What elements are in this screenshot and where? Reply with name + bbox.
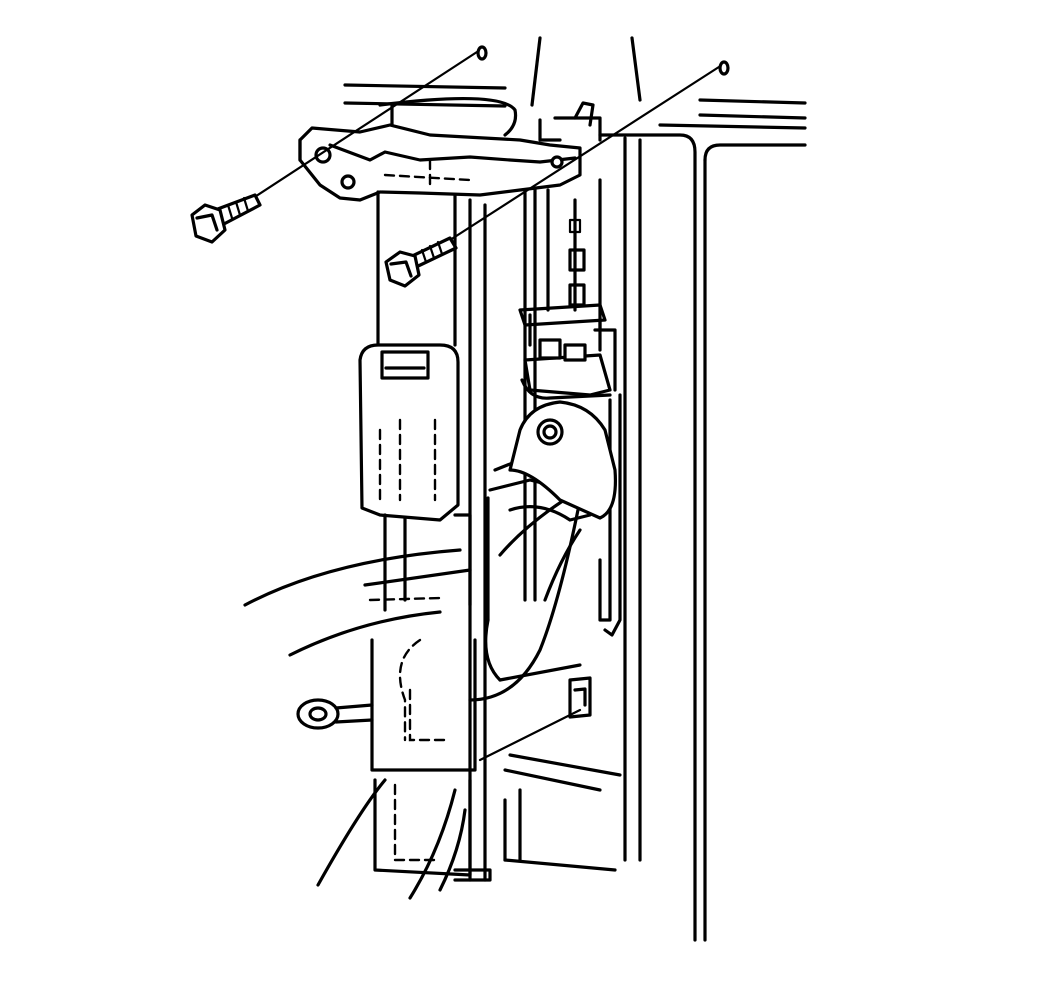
mounting-bracket — [298, 96, 582, 202]
upper-bolt-right — [384, 60, 730, 288]
upper-bolt-left — [190, 45, 488, 244]
retractor-housing — [358, 190, 477, 877]
guide-loop — [508, 303, 618, 520]
anchor-plate — [453, 198, 492, 882]
striker-tab — [568, 676, 592, 719]
seat-belt-webbing — [243, 458, 595, 900]
lower-mount-loop — [296, 698, 582, 762]
door-pillar-panel — [343, 36, 807, 942]
